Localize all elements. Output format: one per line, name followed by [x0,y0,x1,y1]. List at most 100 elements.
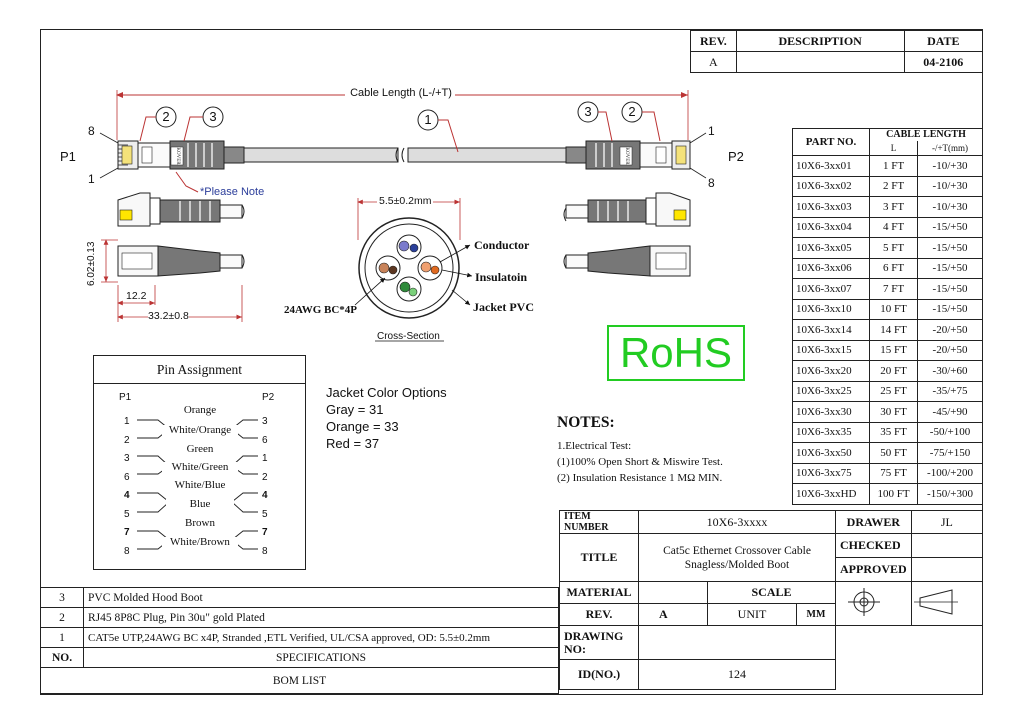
right-pin: 3 [262,416,268,427]
length-cell: 3 FT [869,196,918,218]
pair-label-white-brown: White/Brown [162,537,238,548]
bom-table: 3 PVC Molded Hood Boot 2 RJ45 8P8C Plug,… [40,587,559,694]
pair-label-orange: Orange [183,404,217,416]
material-value [638,581,708,604]
approved-value [910,557,984,582]
empty-cell [835,625,983,690]
pair-label-green: Green [186,443,214,455]
callout-3-left-label: 3 [209,109,217,124]
right-connector-bottom [563,245,691,277]
description-header: DESCRIPTION [735,30,905,52]
part-number-cell: 10X6-3xx50 [792,442,870,464]
id-label: ID(NO.) [559,659,639,690]
part-number-cell: 10X6-3xx20 [792,360,870,382]
drawing-frame [40,29,983,695]
rohs-text: RoHS [619,329,733,376]
right-pin8-label: 8 [708,176,715,190]
tolerance-cell: -15/+50 [917,257,983,279]
date-value: 04-2106 [903,51,984,73]
length-cell: 7 FT [869,278,918,300]
jacket-color-options: Jacket Color Options Gray = 31 Orange = … [326,384,447,452]
conductor-label: Conductor [474,238,530,252]
jacket-option-gray: Gray = 31 [326,402,384,417]
part-number-cell: 10X6-3xx14 [792,319,870,341]
notes-line-1: 1.Electrical Test: [557,440,632,452]
right-pin: 1 [262,453,268,464]
title-block: ITEM NUMBER 10X6-3xxxx DRAWER JL TITLE C… [559,510,984,690]
length-cell: 100 FT [869,483,918,505]
bom-header-no: NO. [40,647,84,668]
length-l-header: L [869,140,918,156]
right-pin: 4 [262,490,268,501]
title-label: TITLE [559,533,639,582]
cable-length-header: CABLE LENGTH [869,127,983,141]
tolerance-cell: -10/+30 [917,196,983,218]
id-value: 124 [638,659,836,690]
item-number-label: ITEM NUMBER [559,510,639,534]
bom-row-no: 3 [40,587,84,608]
notes-body: 1.Electrical Test: (1)100% Open Short & … [557,438,723,486]
length-cell: 5 FT [869,237,918,259]
part-number-cell: 10X6-3xx06 [792,257,870,279]
material-label: MATERIAL [559,581,639,604]
scale-label: SCALE [707,581,836,604]
bom-row-spec: PVC Molded Hood Boot [83,587,559,608]
approved-label: APPROVED [835,557,912,582]
tolerance-cell: -100/+200 [917,462,983,484]
left-pin8-label: 8 [88,124,95,138]
svg-text:KOVER: KOVER [624,147,629,165]
right-pin: 5 [262,508,268,520]
cross-section [354,198,473,342]
right-pin-list: 3 6 1 2 4 5 7 8 [262,413,268,561]
length-cell: 10 FT [869,298,918,320]
insulation-label: Insulatoin [475,270,528,284]
part-number-cell: 10X6-3xx07 [792,278,870,300]
dim-height-label: 6.02±0.13 [86,241,97,286]
bom-list-footer: BOM LIST [40,667,559,694]
right-pin: 2 [262,471,268,483]
p2-label: P2 [728,149,744,164]
length-cell: 50 FT [869,442,918,464]
tolerance-header: -/+T(mm) [917,140,983,156]
left-pin: 2 [124,434,130,446]
bom-header-spec: SPECIFICATIONS [83,647,559,668]
part-number-cell: 10X6-3xx75 [792,462,870,484]
left-pin-list: 1 2 3 6 4 5 7 8 [124,413,130,561]
length-cell: 35 FT [869,421,918,443]
pin-assignment-box: Pin Assignment [93,355,306,570]
length-cell: 14 FT [869,319,918,341]
bom-row-no: 1 [40,627,84,648]
part-no-header: PART NO. [792,128,870,156]
right-connector-top: KOVER [565,140,691,170]
revision-table: REV. DESCRIPTION DATE A 04-2106 [690,30,984,73]
jacket-options-title: Jacket Color Options [326,385,447,400]
left-connector-top: KOVER [117,140,399,170]
item-number-value: 10X6-3xxxx [638,510,836,534]
part-number-cell: 10X6-3xx02 [792,175,870,197]
rohs-badge: RoHS [607,325,745,381]
drawer-label: DRAWER [835,510,912,534]
right-pin: 8 [262,545,268,557]
pair-label-brown: Brown [185,517,215,529]
pair-label-white-blue: White/Blue [174,479,226,491]
callout-1-label: 1 [424,112,432,127]
length-cell: 15 FT [869,339,918,361]
notes-line-3: (2) Insulation Resistance 1 MΩ MIN. [557,472,723,484]
first-angle-projection-icon [848,587,880,616]
rev-value-tb: A [638,603,708,626]
part-number-table: PART NO. CABLE LENGTH L -/+T(mm) 10X6-3x… [792,127,983,505]
left-connector-side [117,192,245,227]
rev-value: A [690,51,737,73]
length-cell: 30 FT [869,401,918,423]
jacket-option-orange: Orange = 33 [326,419,399,434]
